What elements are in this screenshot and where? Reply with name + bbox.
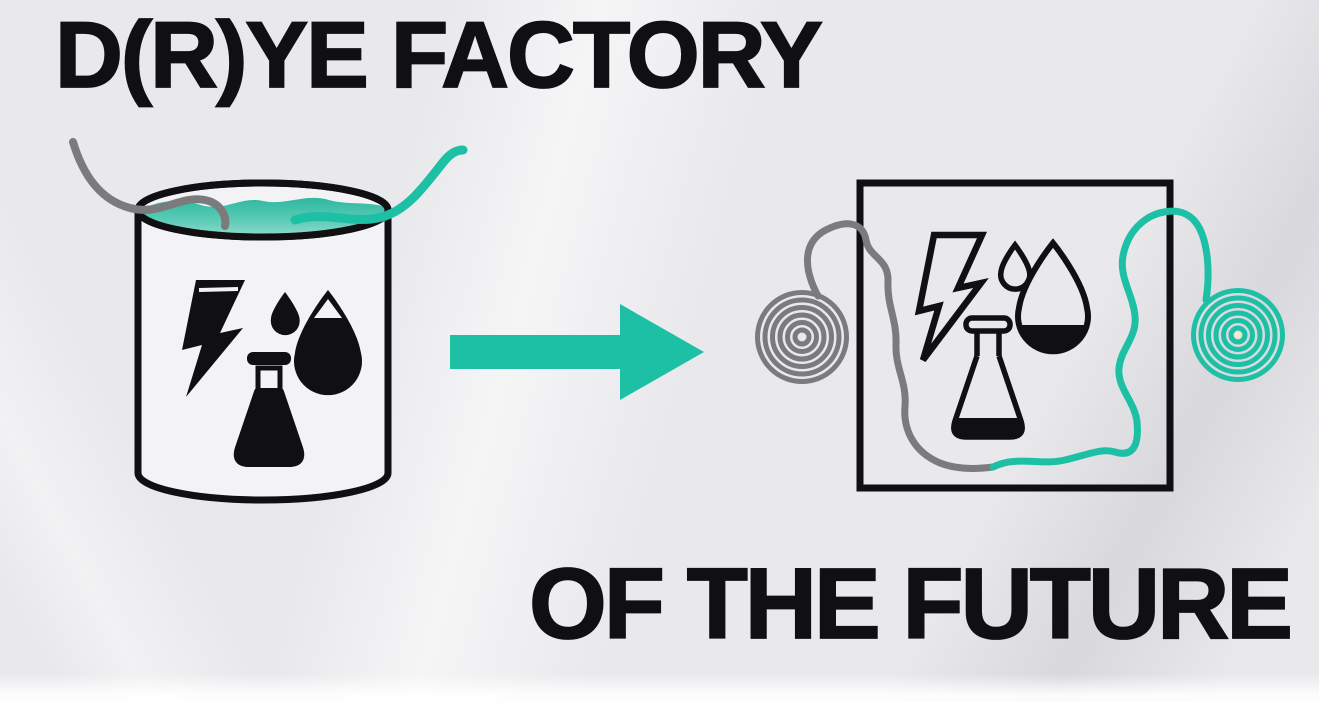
lightning-bolt-icon: [182, 280, 245, 397]
dye-liquid: [141, 197, 385, 234]
large-drop-icon: [1015, 238, 1091, 355]
title-bottom: OF THE FUTURE: [528, 548, 1294, 660]
drop-liquid-level: [1019, 325, 1087, 352]
teal-thread: [290, 145, 468, 225]
wet-dye-vat-illustration: [55, 120, 475, 520]
small-drop-icon: [998, 240, 1033, 292]
lightning-bolt-icon: [914, 231, 989, 362]
gray-thread: [804, 220, 997, 472]
large-drop-icon: [294, 290, 363, 396]
vat-svg: [69, 138, 468, 504]
process-svg: [755, 179, 1285, 492]
title-top: D(R)YE FACTORY: [54, 2, 824, 107]
flask-icon: [233, 352, 305, 467]
small-drop-icon: [270, 292, 300, 336]
gray-thread: [69, 138, 230, 230]
flask-liquid-level: [952, 418, 1024, 437]
process-box: [856, 179, 1174, 492]
spool-center-dot: [1234, 331, 1242, 339]
flask-icon: [951, 315, 1025, 440]
arrow-svg: [450, 304, 704, 400]
teal-thread: [989, 207, 1212, 471]
gray-thread-spool-icon: [755, 290, 849, 384]
teal-thread-spool-icon: [1191, 288, 1285, 382]
transformation-arrow: [448, 292, 708, 412]
right-arrow-icon: [450, 304, 704, 400]
dry-dye-process-illustration: [750, 160, 1310, 520]
